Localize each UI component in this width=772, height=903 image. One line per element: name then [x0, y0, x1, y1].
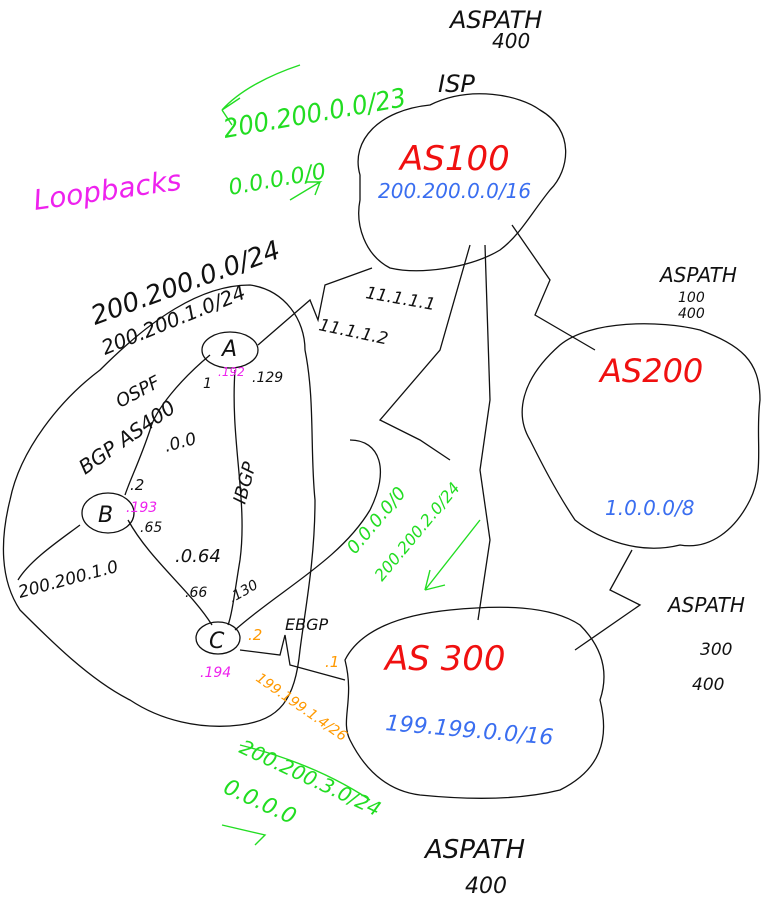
as100-ad-in: 200.200.0.0/23: [221, 83, 408, 145]
c-130: .130: [226, 577, 261, 606]
isp-aspath-label: ASPATH: [448, 6, 542, 34]
as400-cloud: [2, 284, 316, 727]
as300-aspath-1: 300: [700, 640, 732, 660]
a-129: .129: [252, 370, 283, 386]
arrow-left-icon: [221, 64, 301, 126]
link-as100-as200: [511, 224, 596, 351]
link-b-c: [127, 519, 213, 626]
link-a-as100: [257, 267, 373, 346]
link-a-b: [124, 354, 211, 496]
net-0: .0.0: [162, 429, 199, 457]
ebgp-net: 199.199.1.4/26: [253, 670, 350, 745]
bottom-aspath-value: 400: [465, 874, 507, 899]
c-ebgp-ip: .2: [248, 626, 262, 644]
router-c-label: C: [209, 629, 225, 654]
net-64: .0.64: [175, 546, 221, 567]
link-as100-as300-2: [378, 244, 471, 461]
as200-cloud: [521, 323, 761, 549]
link-c-loopback-curve: [234, 439, 382, 631]
as200-name: AS200: [598, 352, 703, 390]
isp-aspath-value: 400: [492, 29, 530, 53]
router-a-label: A: [220, 337, 237, 362]
link-as100-as300: [477, 244, 491, 621]
router-b[interactable]: [81, 492, 135, 534]
arrow-right-bottom-icon: [221, 824, 267, 846]
link-ip-a: 11.1.1.2: [317, 315, 390, 349]
a-1: 1: [203, 376, 212, 392]
router-c[interactable]: [195, 621, 241, 655]
b-2: .2: [130, 476, 144, 494]
loopbacks-label: Loopbacks: [31, 164, 183, 217]
router-b-label: B: [98, 503, 113, 528]
as100-ad-out: 0.0.0.0/0: [227, 159, 328, 201]
ebgp-label: EBGP: [285, 615, 328, 634]
arrow-bottom-icon: [239, 744, 371, 801]
as200-aspath-2: 400: [678, 306, 705, 322]
as200-aspath-label: ASPATH: [658, 263, 737, 287]
as200-aspath-1: 100: [678, 290, 705, 306]
isp-label: ISP: [438, 70, 475, 98]
b-65: .65: [140, 520, 162, 536]
as300-cloud: [344, 606, 605, 799]
router-a[interactable]: [201, 331, 259, 369]
as300-prefix: 199.199.0.0/16: [384, 711, 554, 751]
link-a-c: [227, 369, 243, 626]
as100-prefix: 200.200.0.0/16: [378, 179, 531, 203]
as300-name: AS 300: [383, 639, 506, 679]
c-66: .66: [185, 585, 207, 601]
as300-aspath-label: ASPATH: [666, 593, 745, 617]
link-b-net: [17, 524, 81, 581]
c-loopback: .194: [200, 665, 231, 681]
arrow-right-icon: [289, 181, 323, 201]
link-as200-as300: [574, 549, 642, 651]
as300-aspath-2: 400: [692, 675, 724, 695]
b-loopback: .193: [126, 500, 157, 516]
as100-cloud: [357, 93, 567, 272]
bottom-ad-out: 0.0.0.0: [219, 775, 299, 830]
as100-name: AS100: [398, 139, 510, 179]
bottom-aspath-label: ASPATH: [423, 835, 525, 865]
as300-ebgp-ip: .1: [325, 653, 339, 671]
ibgp-label: IBGP: [230, 460, 261, 507]
as200-prefix: 1.0.0.0/8: [605, 496, 694, 520]
a-loopback: .192: [218, 365, 245, 379]
arrow-down-left-icon: [424, 519, 481, 591]
link-c-as300-ebgp: [239, 634, 346, 681]
link-ip-as100: 11.1.1.1: [364, 283, 437, 315]
